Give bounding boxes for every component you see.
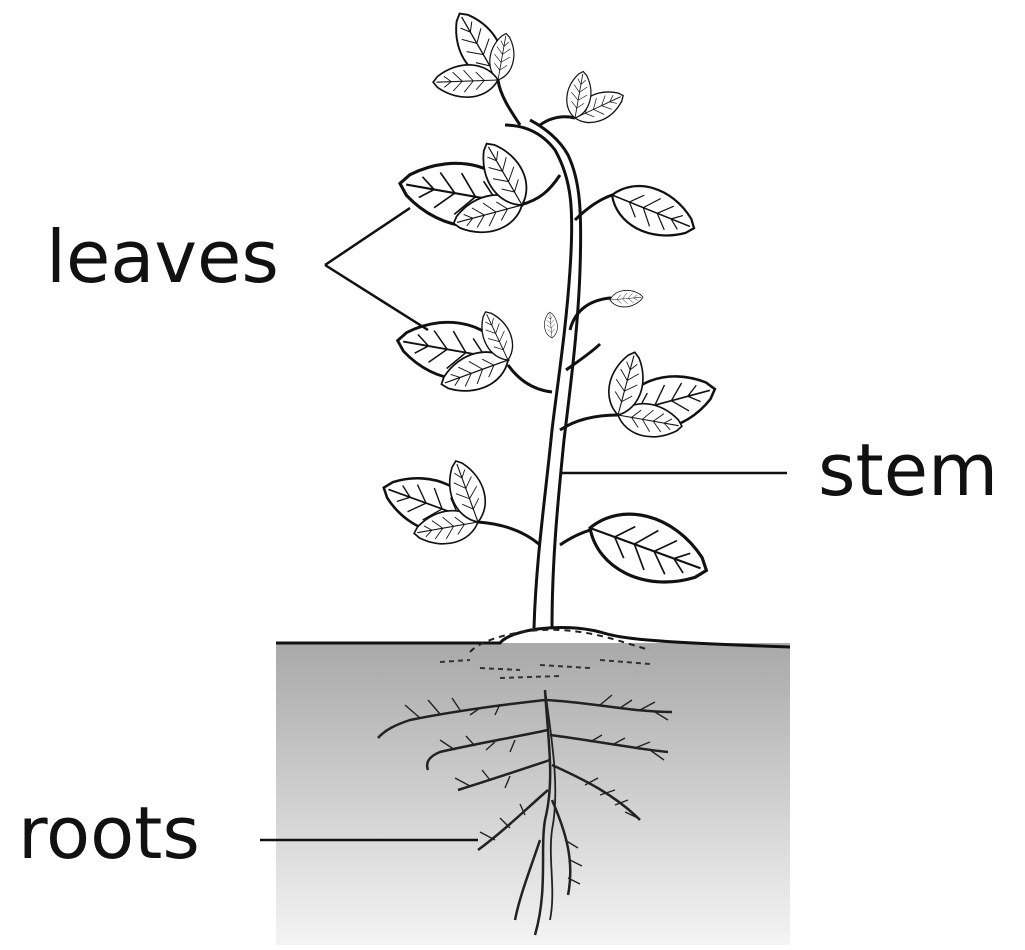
leaves-drawing: [375, 4, 721, 599]
leaves-pointer-line-lower: [325, 265, 428, 330]
leaves-pointer-line-upper: [325, 208, 410, 265]
soil: [276, 628, 790, 945]
stem-label: stem: [818, 428, 998, 512]
leaves-label: leaves: [46, 215, 279, 299]
roots-label: roots: [18, 791, 200, 875]
